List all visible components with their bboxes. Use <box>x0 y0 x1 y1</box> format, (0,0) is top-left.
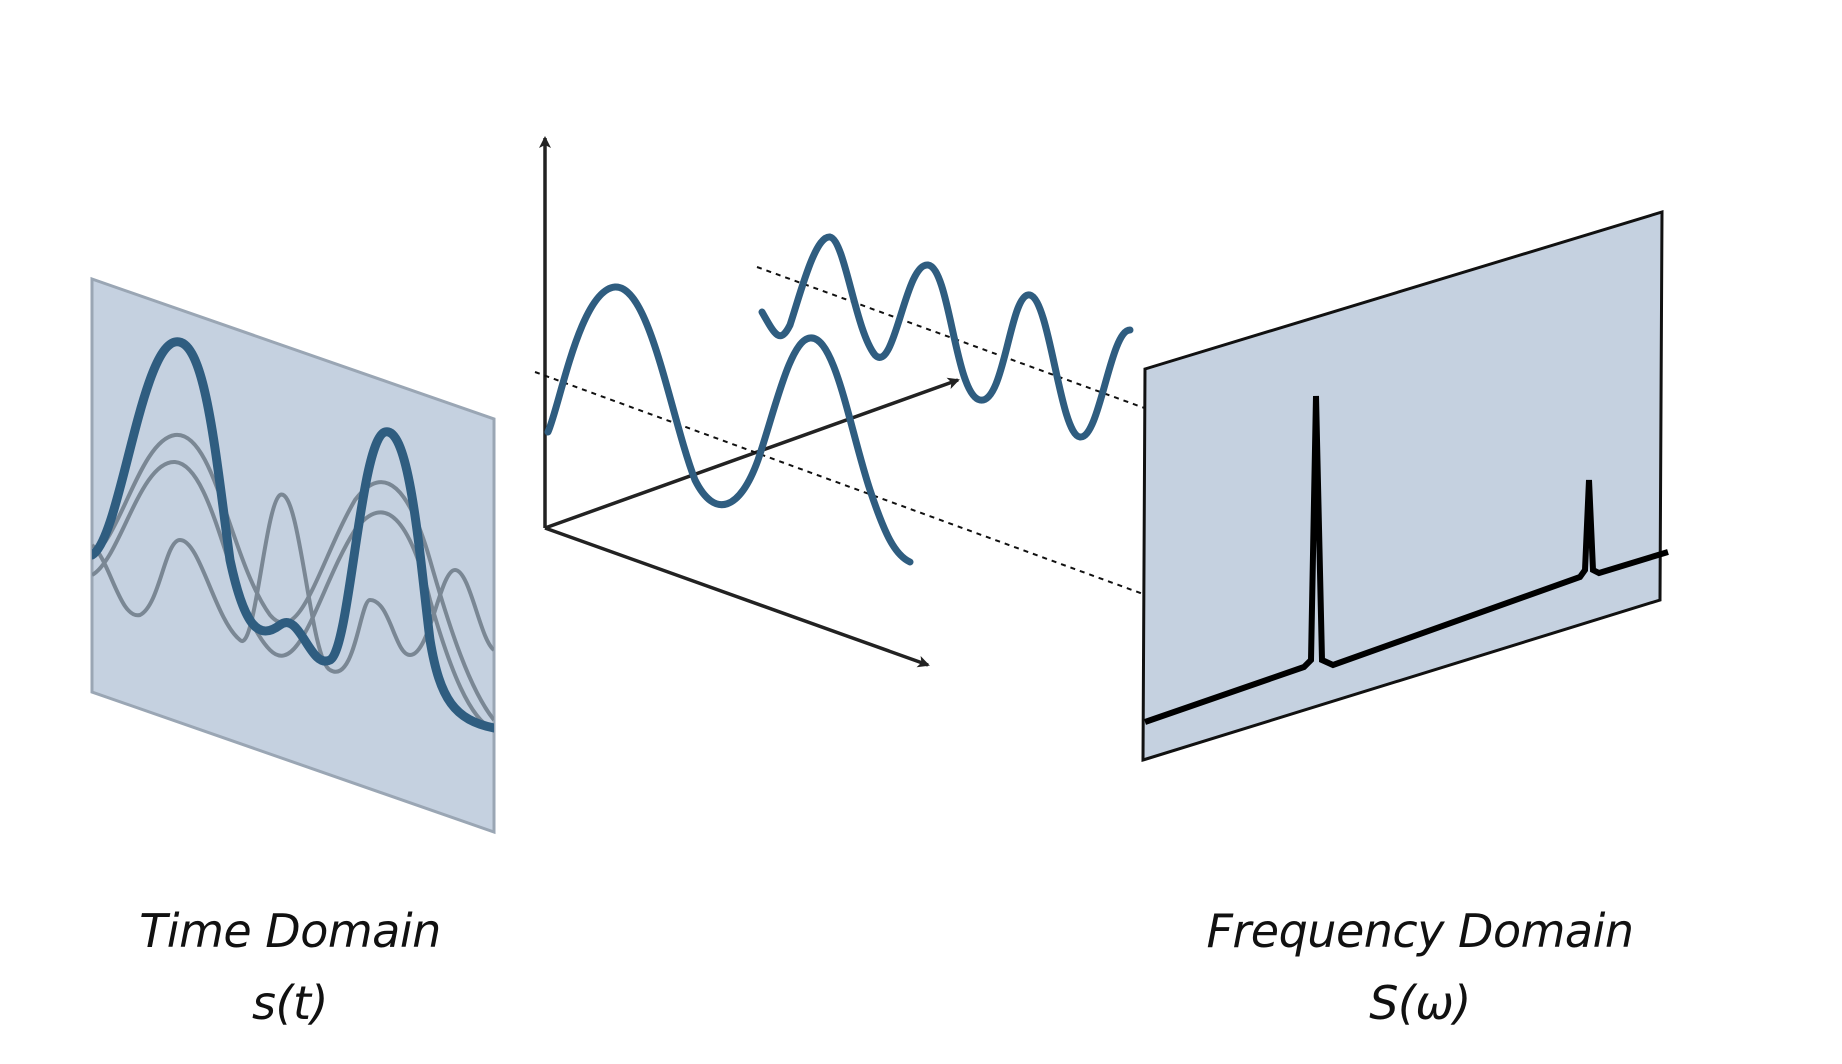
time-composite-signal <box>92 337 494 733</box>
frequency-domain-panel <box>1141 209 1669 763</box>
component-waves <box>544 233 1134 566</box>
axis-depth <box>544 377 960 530</box>
spectrum-line <box>1144 395 1669 725</box>
component-wave-high <box>758 233 1134 441</box>
time-domain-caption: Time Domain s(t) <box>90 895 490 1039</box>
axes-3d <box>539 136 960 668</box>
frequency-domain-title: Frequency Domain <box>1206 904 1634 958</box>
frequency-panel-sheet <box>1141 209 1664 763</box>
time-domain-title: Time Domain <box>139 904 441 958</box>
time-domain-symbol: s(t) <box>252 976 328 1030</box>
time-component-low-wave <box>92 432 494 722</box>
time-domain-panel <box>90 276 496 835</box>
frequency-domain-symbol: S(ω) <box>1369 976 1471 1030</box>
axis-horizontal <box>544 526 930 668</box>
frequency-domain-caption: Frequency Domain S(ω) <box>1160 895 1680 1039</box>
component-wave-low <box>544 283 914 566</box>
time-panel-sheet <box>90 276 496 835</box>
time-component-low-wave-2 <box>92 459 494 732</box>
